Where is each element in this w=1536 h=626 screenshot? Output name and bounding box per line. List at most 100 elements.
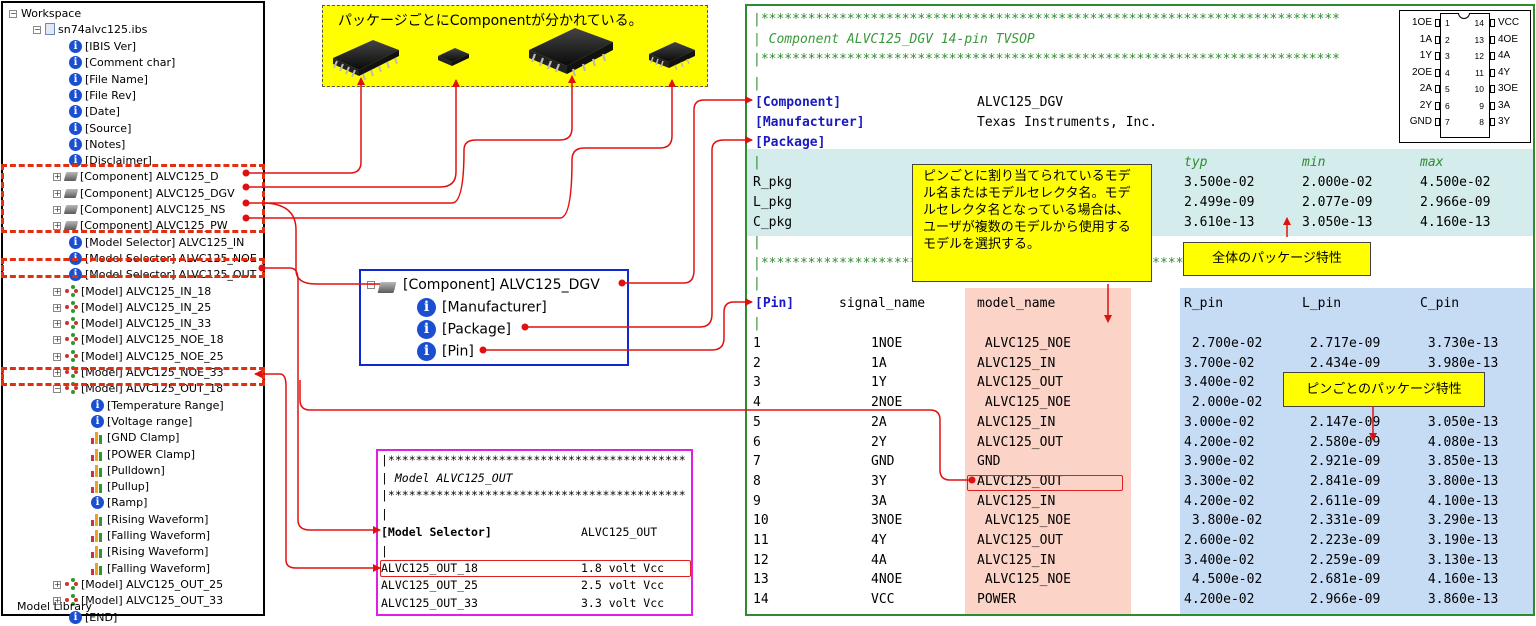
expand-icon[interactable]: + [53,172,61,182]
expand-icon[interactable]: + [53,286,61,296]
tree-item[interactable]: [Rising Waveform] [91,512,208,528]
selector-row-name: ALVC125_OUT_18 [381,561,478,575]
tree-item[interactable]: +[Model] ALVC125_NOE_25 [53,349,224,363]
chip-tvsop-icon [438,48,469,66]
tree-item[interactable]: i[File Rev] [69,88,136,104]
pin-cell-n: 5 [753,414,761,430]
expand-icon[interactable]: + [53,302,61,312]
collapse-icon[interactable]: − [9,9,17,18]
tree-item[interactable]: [Falling Waveform] [91,528,210,544]
tree-item[interactable]: [Pullup] [91,479,149,495]
tree-item[interactable]: i[Notes] [69,137,125,153]
expand-icon[interactable]: + [53,188,61,198]
pin-cell-model: ALVC125_NOE [977,572,1071,588]
pin-cell-r: 3.700e-02 [1184,355,1255,371]
pin-cell-n: 9 [753,493,761,509]
pin-cell-r: 3.900e-02 [1184,454,1255,470]
tree-item[interactable]: +[Model] ALVC125_IN_33 [53,317,212,331]
pinout-label: 4OE [1498,33,1519,45]
pin-cell-n: 11 [753,533,769,548]
tree-item[interactable]: [Pulldown] [91,463,165,479]
package-chips-illustration [333,28,695,81]
tree-root-workspace[interactable]: −Workspace [9,7,82,20]
pin-cell-model: ALVC125_OUT [977,533,1064,548]
comment-bar: | [753,76,761,91]
tree-item[interactable]: i[File Name] [69,72,148,88]
mini-tree-package[interactable]: i[Package] [417,320,511,339]
comment-stars: |***************************************… [381,453,686,467]
tree-item[interactable]: +[Model] ALVC125_IN_18 [53,284,212,298]
ibis-component-code-box: |***************************************… [745,4,1535,616]
expand-icon[interactable]: + [53,335,61,345]
tree-item[interactable]: i[Disclaimer] [69,153,152,169]
mini-tree-component[interactable]: −[Component] ALVC125_DGV [367,277,600,293]
pin-cell-n: 2 [753,355,761,371]
expand-icon[interactable]: + [53,319,61,329]
collapse-icon[interactable]: − [367,280,375,289]
pkg-cell-typ: 2.499e-09 [1184,195,1255,210]
expand-icon[interactable]: + [53,221,61,231]
tree-item[interactable]: i[Temperature Range] [91,398,224,414]
tree-item[interactable]: i[IBIS Ver] [69,39,136,55]
ic-pin [1435,85,1440,93]
pin-cell-c: 3.980e-13 [1420,355,1499,371]
tree-item[interactable]: +[Model] ALVC125_NOE_18 [53,333,224,347]
mini-tree-pin[interactable]: i[Pin] [417,342,474,361]
pin-keyword: [Pin] [755,296,795,311]
ic-pin [1490,68,1495,77]
pin-cell-r: 4.200e-02 [1184,434,1255,450]
pin-cell-n: 13 [753,572,769,588]
pin-cell-n: 7 [753,454,761,470]
tree-item[interactable]: +[Component] ALVC125_NS [53,203,226,216]
tree-item[interactable]: i[Comment char] [69,55,175,71]
pkg-cell-max: 4.500e-02 [1420,175,1491,190]
selector-row-desc: 3.3 volt Vcc [581,596,665,610]
pin-cell-c: 3.290e-13 [1420,513,1499,529]
tree-item[interactable]: +[Model] ALVC125_OUT_33 [53,594,224,608]
component-keyword: [Component] [755,95,842,110]
tree-file-node[interactable]: −sn74alvc125.ibs [33,23,148,36]
expand-icon[interactable]: + [53,205,61,214]
tree-item[interactable]: i[Source] [69,121,131,137]
tree-item[interactable]: +[Component] ALVC125_PW [53,219,228,233]
tree-item[interactable]: +[Component] ALVC125_DGV [53,186,235,200]
tree-item[interactable]: +[Model] ALVC125_IN_25 [53,300,212,314]
tree-item[interactable]: i[Voltage range] [91,414,192,430]
pin-cell-c: 3.850e-13 [1420,454,1499,470]
collapse-icon[interactable]: − [33,25,41,34]
ic-pin [1435,19,1440,27]
tree-item[interactable]: [GND Clamp] [91,430,179,446]
tree-item[interactable]: [Falling Waveform] [91,561,210,577]
info-icon: i [69,88,82,102]
pin-cell-r: 2.600e-02 [1184,533,1255,548]
pin-cell-model: POWER [977,592,1017,608]
pin-cell-r: 3.400e-02 [1184,552,1255,568]
tree-item[interactable]: +[Component] ALVC125_D [53,170,219,184]
tree-item[interactable]: i[Model Selector] ALVC125_IN [69,235,244,251]
pin-cell-n: 4 [753,395,761,411]
expand-icon[interactable]: + [53,351,61,361]
component-icon [377,282,397,293]
tree-item[interactable]: i[Date] [69,104,120,120]
info-icon: i [417,298,436,317]
tree-item[interactable]: i[Ramp] [91,495,147,511]
pkg-cell-typ: 3.610e-13 [1184,215,1255,230]
tree-item[interactable]: [Rising Waveform] [91,544,208,560]
tree-model-library[interactable]: Model Library [17,600,92,613]
ic-pin [1435,118,1440,126]
comment-bar: | [753,155,761,170]
pinout-number: 14 [1474,18,1484,28]
pin-cell-n: 3 [753,375,761,391]
tree-item[interactable]: +[Model] ALVC125_OUT_25 [53,577,224,591]
pin-cell-r: 4.200e-02 [1184,493,1255,509]
collapse-icon[interactable]: − [53,384,61,394]
chip-so-ns-icon [529,28,613,77]
pkg-cell-min: 2.077e-09 [1302,195,1373,210]
expand-icon[interactable]: + [53,579,61,589]
mini-tree-manufacturer[interactable]: i[Manufacturer] [417,298,547,317]
pin-cell-l: 2.611e-09 [1302,493,1381,509]
expand-icon[interactable]: + [53,596,61,606]
pin-cell-model: ALVC125_OUT [977,434,1064,450]
pin-cell-r: 3.300e-02 [1184,473,1255,489]
tree-item[interactable]: [POWER Clamp] [91,447,195,463]
